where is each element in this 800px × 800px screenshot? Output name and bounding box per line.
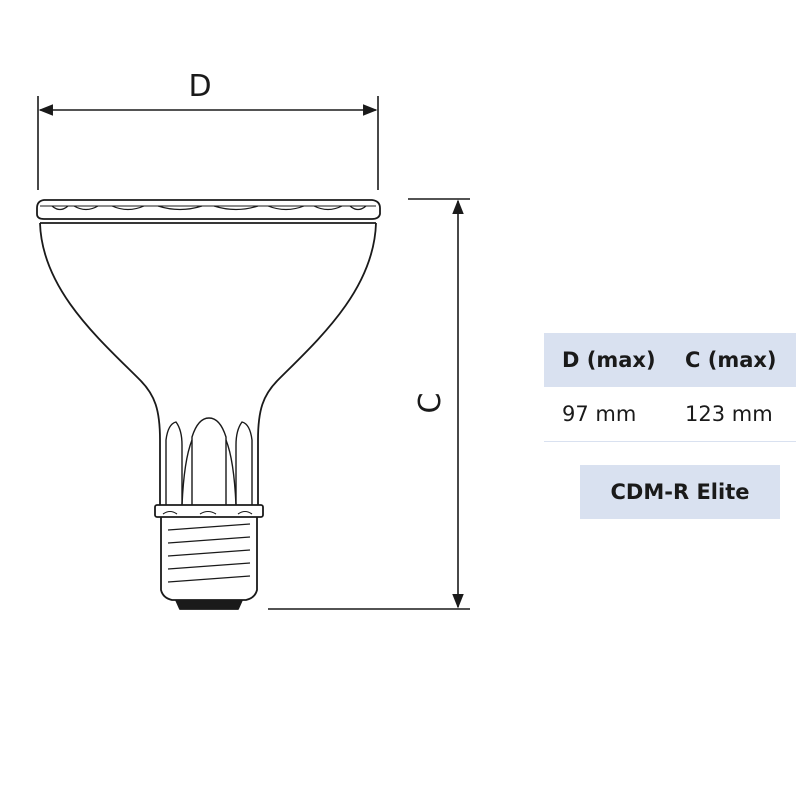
width-dimension bbox=[37, 96, 379, 190]
lamp-lens-pattern bbox=[51, 205, 367, 211]
header-c-max: C (max) bbox=[685, 348, 777, 372]
spec-table: D (max) C (max) 97 mm 123 mm bbox=[544, 333, 796, 442]
model-name: CDM-R Elite bbox=[610, 480, 750, 504]
lamp-reflector bbox=[39, 222, 377, 505]
spec-table-header: D (max) C (max) bbox=[544, 333, 796, 387]
lamp-screw-threads bbox=[167, 523, 251, 583]
value-d-max: 97 mm bbox=[562, 402, 637, 426]
model-badge: CDM-R Elite bbox=[580, 465, 780, 519]
lamp-collar-notches bbox=[162, 510, 253, 515]
lamp-contact-tip bbox=[175, 599, 243, 610]
lamp-rim bbox=[36, 199, 381, 220]
value-c-max: 123 mm bbox=[685, 402, 773, 426]
width-label: D bbox=[188, 69, 211, 104]
lamp-outline bbox=[36, 199, 381, 610]
spec-table-row: 97 mm 123 mm bbox=[544, 387, 796, 442]
header-d-max: D (max) bbox=[562, 348, 656, 372]
lamp-neck-flutes bbox=[165, 417, 253, 506]
height-dimension bbox=[268, 198, 470, 610]
height-label: C bbox=[413, 393, 448, 414]
lamp-base-collar bbox=[154, 504, 264, 518]
